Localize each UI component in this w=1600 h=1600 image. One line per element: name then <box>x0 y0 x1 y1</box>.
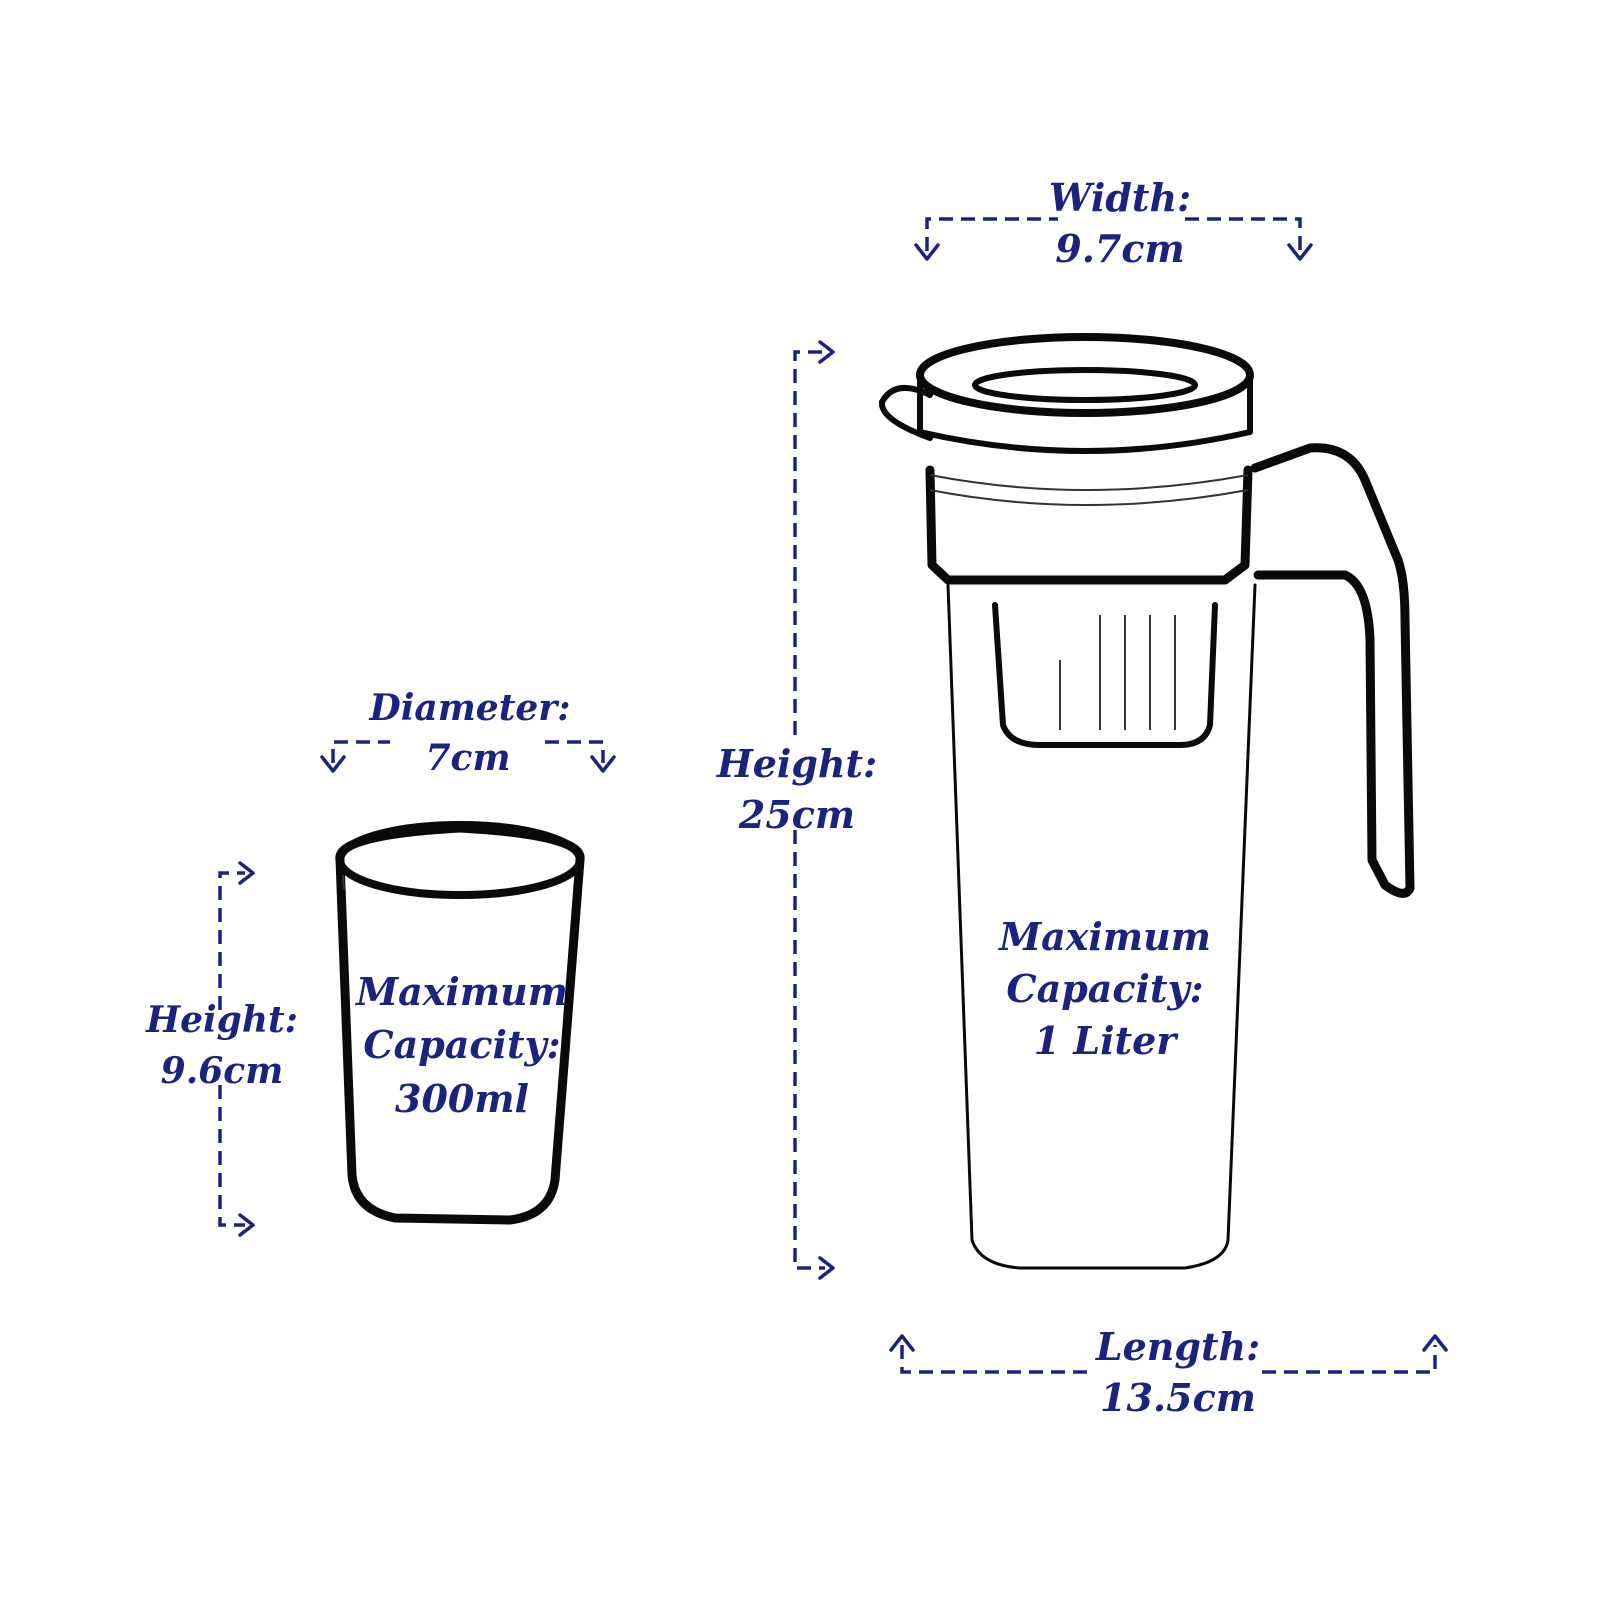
jug-capacity-line1: Maximum <box>997 914 1211 959</box>
glass-diameter-value: 7cm <box>425 737 510 779</box>
glass-height-label: Height: <box>145 999 298 1041</box>
jug-length-dimension <box>889 1334 1448 1374</box>
jug-height-label: Height: <box>716 741 877 786</box>
jug-width-dimension <box>914 217 1313 261</box>
jug-height-dimension <box>793 340 835 1280</box>
glass-capacity-line1: Maximum <box>354 969 568 1014</box>
glass-diameter-dimension <box>320 740 616 773</box>
glass-diameter-label: Diameter: <box>368 687 570 729</box>
jug-width-value: 9.7cm <box>1055 226 1184 271</box>
jug-length-label: Length: <box>1095 1324 1260 1369</box>
glass-height-value: 9.6cm <box>161 1050 284 1092</box>
jug-width-label: Width: <box>1049 175 1191 220</box>
glass-drawing <box>335 821 585 1225</box>
glass-height-dimension <box>218 861 255 1237</box>
jug-capacity-value: 1 Liter <box>1034 1018 1180 1063</box>
glass-capacity-value: 300ml <box>395 1076 529 1121</box>
jug-drawing <box>878 333 1415 1270</box>
glass-capacity-line2: Capacity: <box>363 1022 560 1067</box>
jug-height-value: 25cm <box>738 792 855 837</box>
jug-length-value: 13.5cm <box>1100 1375 1256 1420</box>
jug-capacity-line2: Capacity: <box>1006 966 1203 1011</box>
